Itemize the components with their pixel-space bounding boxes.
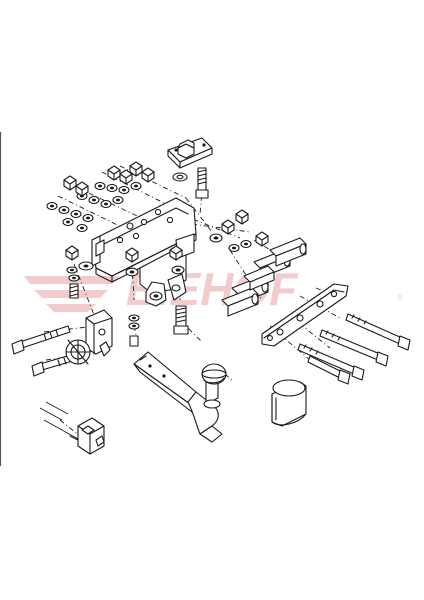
top-bracket-plate	[167, 137, 213, 169]
top-bolt	[195, 167, 209, 199]
left-bolt	[11, 325, 71, 355]
spacer-tubes	[221, 237, 307, 317]
bracket-nuts	[125, 245, 185, 277]
watermark-registered: ®	[397, 293, 403, 302]
long-bolt	[345, 313, 411, 351]
backing-plate	[261, 283, 349, 347]
socket-bracket	[65, 309, 113, 365]
nut-row-2	[63, 175, 89, 197]
hex-nut-icon	[177, 139, 195, 159]
washer-row-3	[46, 201, 94, 233]
long-bolt	[319, 329, 389, 367]
bracket-lower-bolts	[128, 305, 189, 347]
long-bolt	[307, 355, 351, 385]
long-bolts	[297, 313, 411, 385]
ball-cap	[271, 379, 307, 427]
upper-nut-cluster	[46, 161, 155, 233]
tow-ball	[201, 363, 227, 409]
nut-row-1	[107, 161, 155, 185]
right-upper-hardware	[209, 209, 269, 253]
left-side-hardware	[65, 245, 94, 299]
tow-bar-neck	[133, 351, 223, 443]
electrical-socket	[39, 401, 105, 455]
socket-ring	[65, 339, 91, 365]
washer-row-1	[94, 181, 142, 195]
top-washer	[172, 172, 188, 182]
long-bolt	[297, 343, 365, 381]
main-crossbar-frame	[91, 197, 197, 283]
